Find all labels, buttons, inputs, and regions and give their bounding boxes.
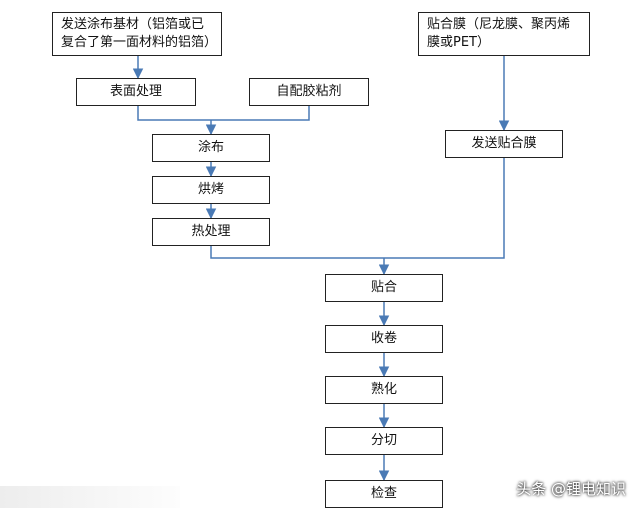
node-winding: 收卷 — [325, 325, 443, 353]
node-heat-treatment: 热处理 — [152, 218, 270, 246]
node-film-label: 贴合膜（尼龙膜、聚丙烯 膜或PET） — [427, 17, 571, 50]
node-send-film: 发送贴合膜 — [445, 130, 563, 158]
node-laminate-label: 贴合 — [370, 280, 397, 295]
line-surface-merge — [137, 106, 211, 121]
blurred-area — [0, 486, 180, 508]
node-film: 贴合膜（尼龙膜、聚丙烯 膜或PET） — [418, 12, 590, 56]
node-adhesive: 自配胶粘剂 — [249, 78, 369, 106]
node-curing-label: 熟化 — [370, 382, 397, 397]
node-coating: 涂布 — [152, 134, 270, 162]
node-surface-treatment: 表面处理 — [76, 78, 196, 106]
node-surface-label: 表面处理 — [109, 84, 162, 99]
watermark: 头条 @锂电知识 — [516, 480, 626, 498]
line-send-to-merge — [384, 158, 505, 259]
node-slitting: 分切 — [325, 427, 443, 455]
line-heat-to-merge — [210, 246, 384, 259]
node-baking-label: 烘烤 — [197, 182, 224, 197]
node-baking: 烘烤 — [152, 176, 270, 204]
node-laminate: 贴合 — [325, 274, 443, 302]
node-curing: 熟化 — [325, 376, 443, 404]
node-send-film-label: 发送贴合膜 — [471, 136, 537, 151]
node-winding-label: 收卷 — [370, 331, 397, 346]
node-inspection: 检查 — [325, 480, 443, 508]
node-coating-label: 涂布 — [197, 140, 224, 155]
node-slitting-label: 分切 — [370, 433, 397, 448]
node-substrate: 发送涂布基材（铝箔或已 复合了第一面材料的铝箔） — [52, 12, 222, 56]
node-substrate-label: 发送涂布基材（铝箔或已 复合了第一面材料的铝箔） — [61, 17, 218, 50]
node-heat-label: 热处理 — [191, 224, 231, 239]
node-inspect-label: 检查 — [370, 486, 397, 501]
node-adhesive-label: 自配胶粘剂 — [276, 84, 342, 99]
line-adhesive-merge — [211, 106, 310, 121]
